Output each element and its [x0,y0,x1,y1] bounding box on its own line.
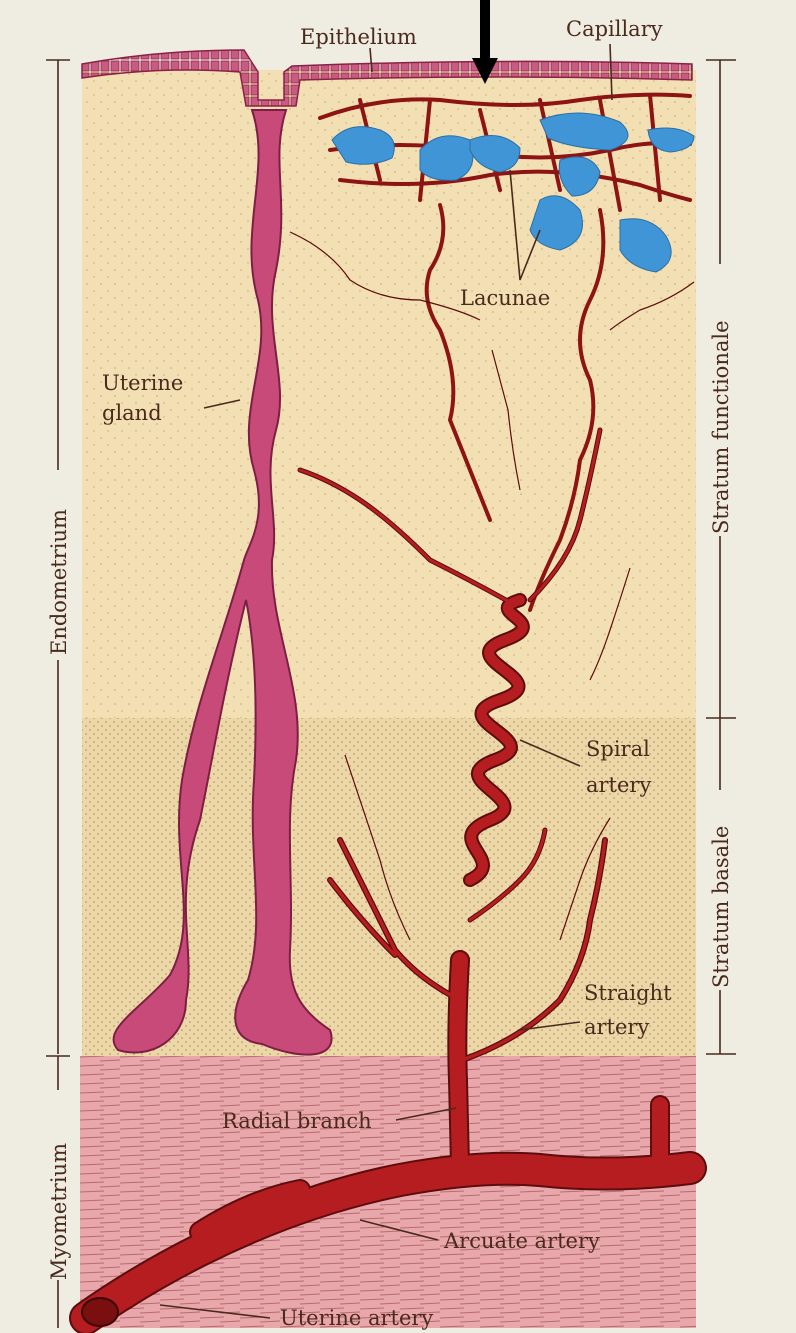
lacunae-label: Lacunae [460,286,550,310]
endometrium-label: Endometrium [47,509,71,655]
stratum-basale-label: Stratum basale [709,826,733,988]
spiral-artery-label-line1: Spiral [586,737,650,761]
uterine-artery-label: Uterine artery [280,1306,433,1330]
straight-artery-label-line1: Straight [584,981,672,1005]
stratum-functionale-stipple [82,70,696,720]
epithelium-label: Epithelium [300,25,417,49]
uterine-gland-label-line2: gland [102,401,162,425]
myometrium-label: Myometrium [47,1143,71,1280]
radial-branch-label: Radial branch [222,1109,372,1133]
spiral-artery-label-line2: artery [586,773,651,797]
arcuate-artery-label: Arcuate artery [443,1229,600,1253]
straight-artery-label-line2: artery [584,1015,649,1039]
stratum-functionale-label: Stratum functionale [709,320,733,534]
uterine-artery-lumen [82,1298,118,1326]
capillary-label: Capillary [566,17,663,41]
uterine-gland-label-line1: Uterine [102,371,183,395]
